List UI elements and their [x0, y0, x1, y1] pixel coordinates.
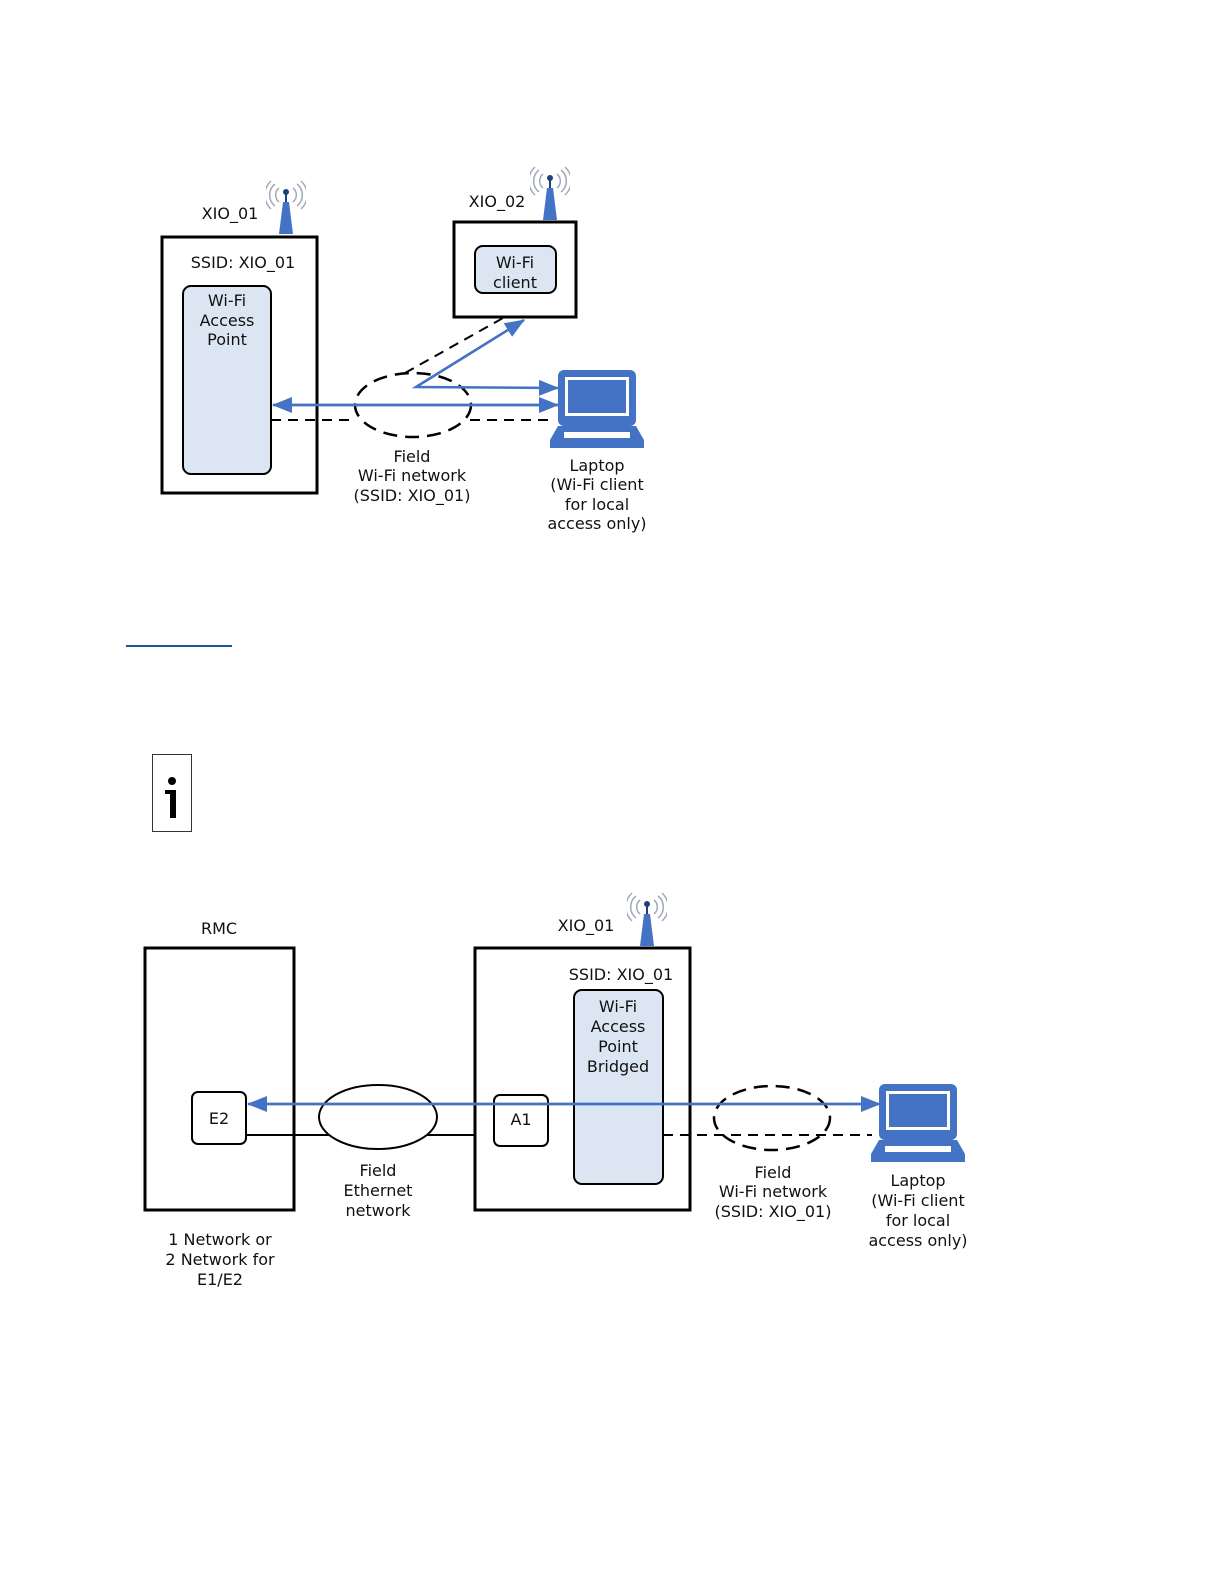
laptop-line-3: for local	[565, 495, 629, 514]
network-line-1: Field	[755, 1163, 792, 1182]
e2-port-box	[191, 1091, 247, 1145]
access-point-line-3: Point	[207, 330, 247, 349]
laptop-line-2: (Wi-Fi client	[871, 1191, 964, 1210]
network-line-2: Wi-Fi network	[719, 1182, 828, 1201]
bridged-ap-line-3: Point	[598, 1037, 638, 1056]
dashed-link	[404, 317, 504, 374]
info-icon-dot	[168, 777, 176, 785]
antenna-icon	[627, 892, 667, 946]
bridged-ap-line-1: Wi-Fi	[599, 997, 637, 1016]
xio01-label: XIO_01	[558, 916, 615, 936]
client-line-1: Wi-Fi	[496, 253, 534, 272]
client-line-2: client	[493, 273, 537, 292]
network-line-3: (SSID: XIO_01)	[354, 486, 471, 506]
info-icon-stem	[170, 790, 176, 818]
ethernet-network-ellipse	[318, 1084, 438, 1150]
bridged-ap-line-4: Bridged	[587, 1057, 649, 1076]
xio01-bridged-device: XIO_01 SSID: XIO_01 Wi-Fi Access Point B…	[473, 892, 692, 1212]
ethernet-line-1: Field	[360, 1161, 397, 1180]
xio01-device: XIO_01 SSID: XIO_01 Wi-Fi Access Point	[160, 180, 319, 495]
network-line-2: Wi-Fi network	[358, 466, 467, 485]
network-line-1: Field	[394, 447, 431, 466]
laptop-line-2: (Wi-Fi client	[550, 475, 643, 494]
xio01-ssid: SSID: XIO_01	[191, 253, 295, 273]
rmc-device: RMC E2 1 Network or 2 Network for E1/E2	[143, 919, 296, 1289]
laptop-icon	[871, 1084, 965, 1162]
a1-label: A1	[510, 1110, 531, 1129]
laptop-icon	[550, 370, 644, 448]
bridged-access-point-box	[573, 989, 664, 1185]
info-icon-serif	[165, 790, 173, 794]
antenna-icon	[530, 166, 570, 220]
xio01-label: XIO_01	[202, 204, 259, 224]
wifi-client-box	[474, 245, 557, 294]
hyperlink-underline[interactable]	[126, 645, 232, 647]
diagram-2-bridged-access-point: RMC E2 1 Network or 2 Network for E1/E2 …	[143, 892, 968, 1289]
e2-label: E2	[209, 1109, 229, 1128]
ethernet-line-2: Ethernet	[344, 1181, 413, 1200]
rmc-label: RMC	[201, 919, 237, 938]
antenna-icon	[266, 180, 306, 234]
rmc-note-line-1: 1 Network or	[168, 1230, 272, 1249]
info-icon	[152, 754, 192, 832]
xio02-label: XIO_02	[469, 192, 526, 212]
laptop-line-4: access only)	[547, 514, 646, 533]
blue-arrow-to-client	[415, 318, 525, 389]
ethernet-line-3: network	[346, 1201, 412, 1220]
rmc-note-line-2: 2 Network for	[165, 1250, 275, 1269]
wifi-access-point-box	[182, 285, 272, 475]
network-line-3: (SSID: XIO_01)	[715, 1202, 832, 1222]
rmc-note-line-3: E1/E2	[197, 1270, 243, 1289]
a1-port-box	[493, 1094, 549, 1147]
diagram-1-wifi-access-point: XIO_01 SSID: XIO_01 Wi-Fi Access Point X…	[160, 166, 647, 533]
xio02-device: XIO_02 Wi-Fi client	[452, 166, 578, 319]
xio01-ssid: SSID: XIO_01	[569, 965, 673, 985]
bridged-ap-line-2: Access	[591, 1017, 646, 1036]
rmc-box	[143, 946, 296, 1212]
wifi-network-ellipse	[712, 1084, 832, 1152]
access-point-line-1: Wi-Fi	[208, 291, 246, 310]
access-point-line-2: Access	[200, 311, 255, 330]
laptop-line-3: for local	[886, 1211, 950, 1230]
laptop-line-4: access only)	[868, 1231, 967, 1250]
laptop-line-1: Laptop	[569, 456, 624, 475]
laptop-line-1: Laptop	[890, 1171, 945, 1190]
